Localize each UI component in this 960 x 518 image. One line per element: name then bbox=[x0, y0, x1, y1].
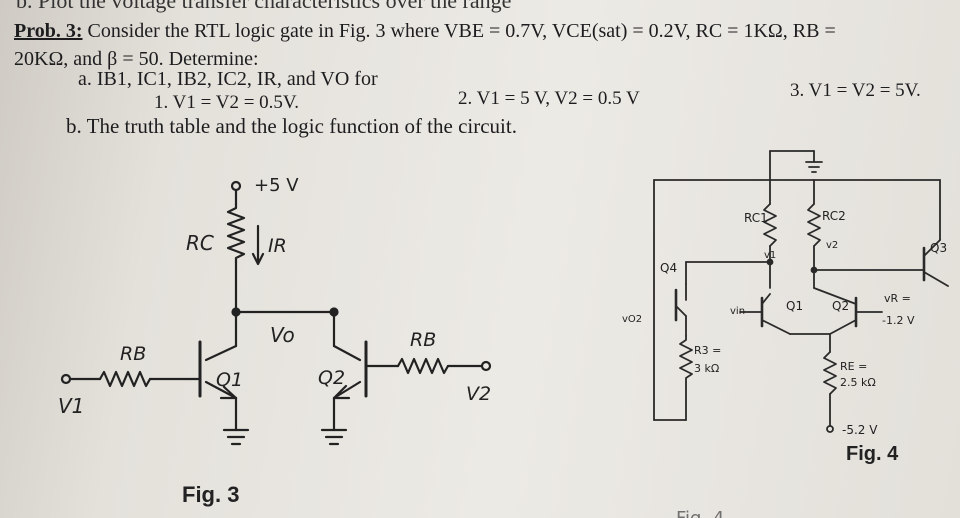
fig3-rc-resistor bbox=[226, 202, 246, 264]
case-1-text: 1. V1 = V2 = 0.5V. bbox=[154, 92, 299, 113]
fig3-q1-label: Q1 bbox=[216, 369, 243, 391]
fig4-circuit bbox=[653, 150, 949, 433]
fig3-ir-label: IR bbox=[268, 235, 287, 257]
fig4-rc1-resistor bbox=[763, 203, 777, 247]
fig3-rb-left-label: RB bbox=[120, 343, 146, 365]
fig4-caption: Fig. 4 bbox=[846, 443, 899, 465]
fig4-vo2-label: vO2 bbox=[622, 314, 642, 325]
fig3-supply-label: +5 V bbox=[254, 175, 299, 196]
fig4-q1-label: Q1 bbox=[786, 299, 803, 313]
fig4-rc2-label: RC2 bbox=[822, 209, 846, 223]
fig3-v2-label: V2 bbox=[466, 383, 491, 405]
fig4-q3-label: Q3 bbox=[930, 241, 947, 255]
part-b-text: b. The truth table and the logic functio… bbox=[66, 114, 517, 138]
fig4-re-label: RE = bbox=[840, 360, 867, 373]
fig4-q4-label: Q4 bbox=[660, 261, 677, 275]
case-3-text: 3. V1 = V2 = 5V. bbox=[790, 80, 921, 101]
fig3-rb-left-resistor bbox=[98, 370, 152, 388]
fig3-v2-terminal bbox=[480, 360, 492, 372]
fig4-vr-label: vR = bbox=[884, 292, 911, 305]
fig4-vin-label: vin bbox=[730, 306, 745, 317]
fig4-labels: RC1 RC2 v1 v2 Q1 Q2 Q3 Q4 vin vO2 vR = -… bbox=[622, 209, 947, 518]
problem-label: Prob. 3: bbox=[14, 20, 83, 42]
fig3-rb-right-resistor bbox=[396, 357, 450, 375]
part-a-text: a. IB1, IC1, IB2, IC2, IR, and VO for bbox=[78, 68, 378, 90]
fig3-q2-label: Q2 bbox=[318, 367, 345, 389]
fig3-caption: Fig. 3 bbox=[182, 482, 239, 507]
bottom-cutoff-caption: Fig. 4 bbox=[676, 508, 724, 518]
problem-statement-line-1: Prob. 3: Consider the RTL logic gate in … bbox=[14, 20, 836, 43]
fig4-r3-resistor bbox=[679, 335, 693, 421]
fig4-r3-value: 3 kΩ bbox=[694, 362, 719, 375]
fig3-v1-label: V1 bbox=[58, 394, 84, 418]
fig4-re-resistor bbox=[823, 351, 837, 395]
fig3-supply-terminal bbox=[230, 180, 242, 192]
fig4-re-value: 2.5 kΩ bbox=[840, 376, 876, 389]
problem-statement-line-2: 20KΩ, and β = 50. Determine: bbox=[14, 48, 259, 70]
fig4-v2-label: v2 bbox=[826, 240, 838, 251]
fig3-rb-right-label: RB bbox=[410, 329, 436, 351]
fig4-r3-label: R3 = bbox=[694, 344, 721, 357]
fig4-q2-label: Q2 bbox=[832, 299, 849, 313]
problem-text: Consider the RTL logic gate in Fig. 3 wh… bbox=[82, 20, 836, 42]
case-2-text: 2. V1 = 5 V, V2 = 0.5 V bbox=[458, 88, 640, 109]
fig3-v1-terminal bbox=[60, 373, 72, 385]
fig4-rc1-label: RC1 bbox=[744, 211, 768, 225]
fig4-vee-label: -5.2 V bbox=[842, 423, 878, 437]
fig4-vr-value: -1.2 V bbox=[882, 314, 915, 327]
cut-off-text-line: b. Plot the voltage transfer characteris… bbox=[16, 0, 512, 13]
fig3-vo-label: Vo bbox=[270, 323, 295, 347]
fig3-circuit bbox=[60, 180, 492, 446]
fig3-rc-label: RC bbox=[186, 231, 214, 255]
fig4-v1-label: v1 bbox=[764, 250, 776, 261]
fig4-rc2-resistor bbox=[807, 203, 821, 247]
fig3-labels: +5 V RC IR Vo RB RB Q1 Q2 V1 V2 Fig. 3 bbox=[58, 175, 491, 507]
